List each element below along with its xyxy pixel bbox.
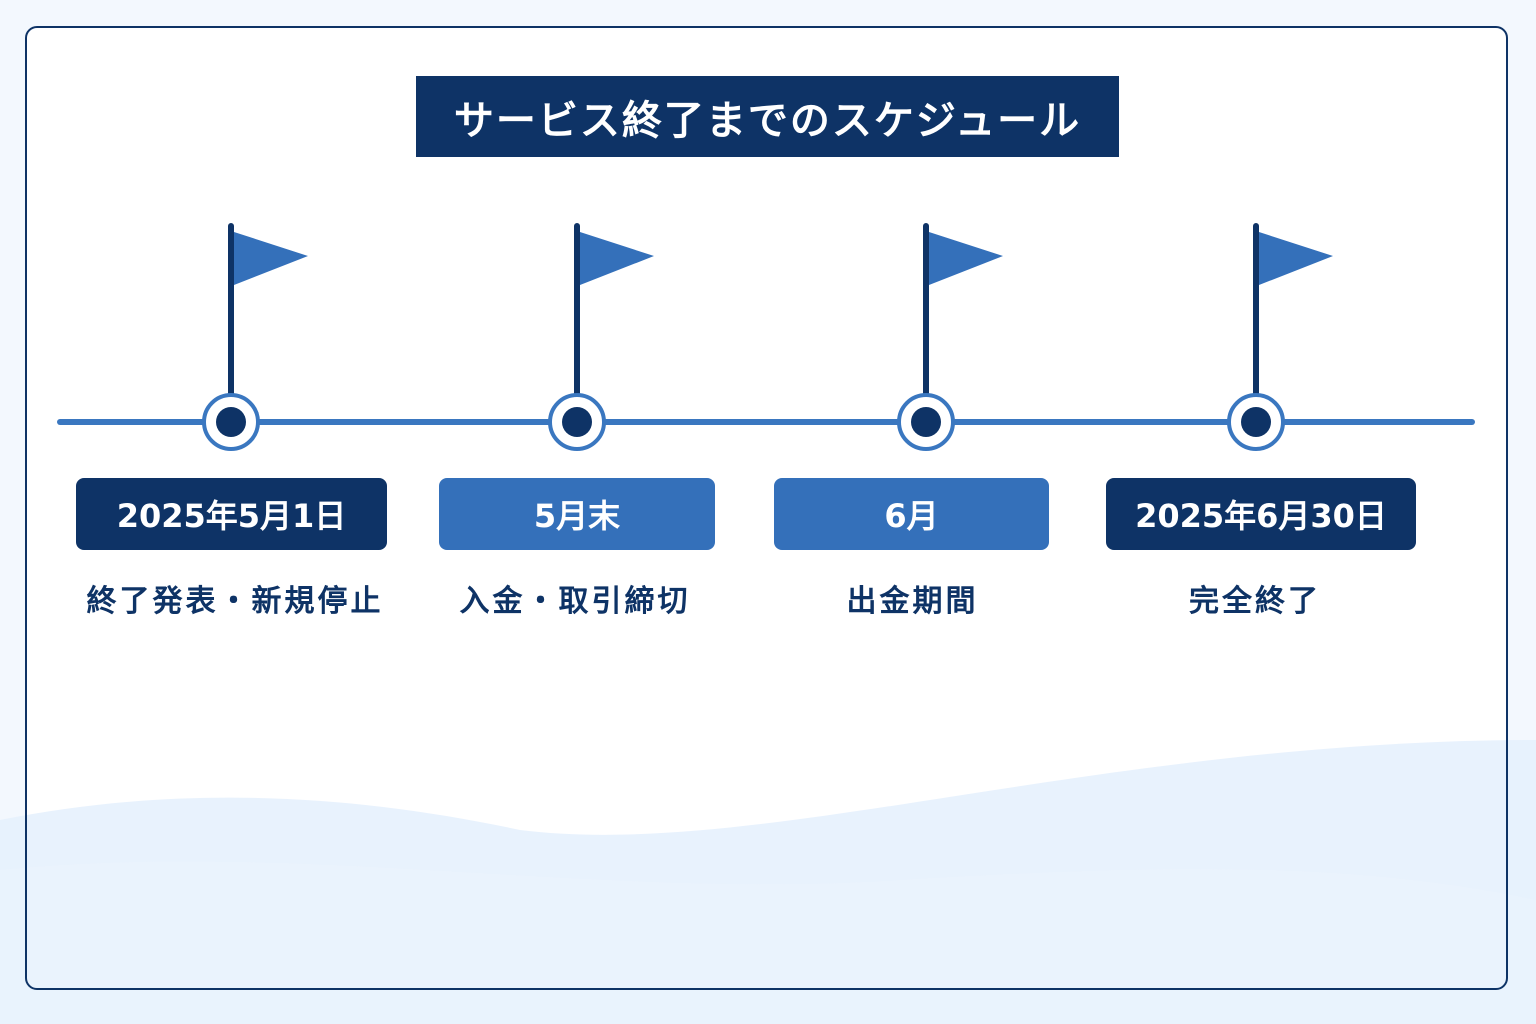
milestone-label-4: 完全終了 xyxy=(1189,584,1321,619)
flag-icon xyxy=(234,232,308,285)
milestone-marker-4 xyxy=(1227,223,1333,451)
milestone-marker-1 xyxy=(202,223,308,451)
flag-icon xyxy=(1259,232,1333,285)
milestone-label-1: 終了発表・新規停止 xyxy=(86,584,384,619)
flag-icon xyxy=(929,232,1003,285)
milestone-date-1: 2025年5月1日 xyxy=(76,478,387,550)
flag-icon xyxy=(580,232,654,285)
page-title: サービス終了までのスケジュール xyxy=(416,76,1119,157)
milestone-label-2: 入金・取引締切 xyxy=(459,584,691,619)
milestone-marker-3 xyxy=(897,223,1003,451)
milestone-date-2: 5月末 xyxy=(439,478,715,550)
diagram-frame xyxy=(25,26,1508,990)
milestone-label-3: 出金期間 xyxy=(846,584,979,619)
milestone-date-3: 6月 xyxy=(774,478,1049,550)
milestone-marker-2 xyxy=(548,223,654,451)
milestone-date-4: 2025年6月30日 xyxy=(1106,478,1416,550)
